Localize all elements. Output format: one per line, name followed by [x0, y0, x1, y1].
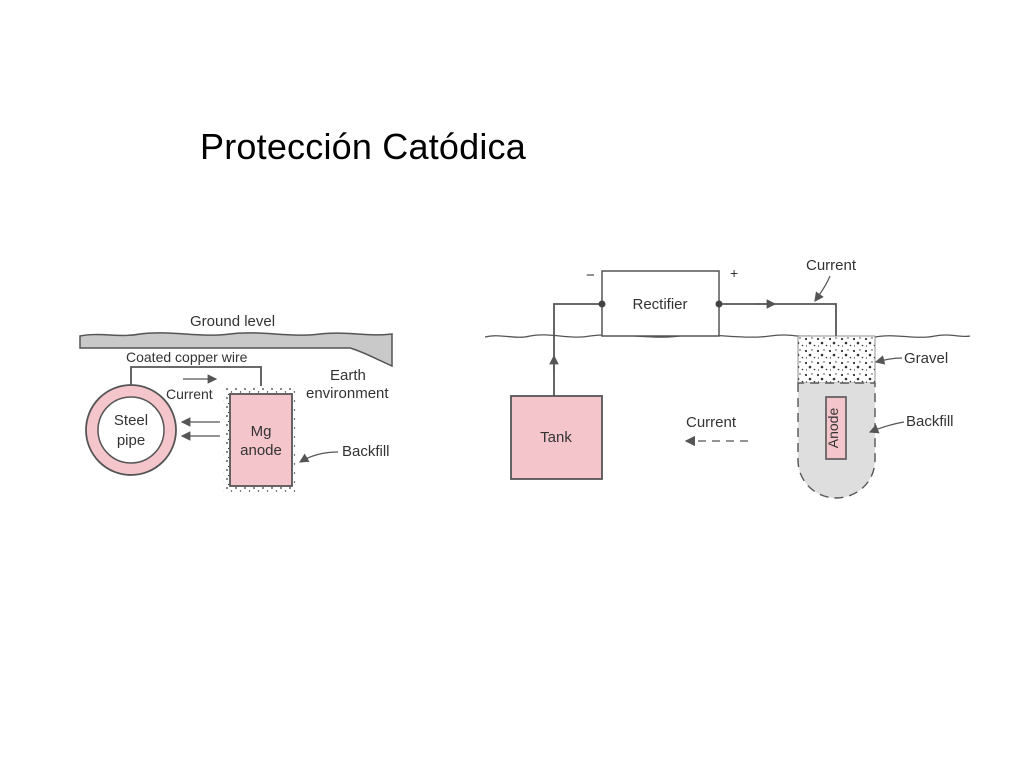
- ground-strip: [79, 332, 393, 368]
- steel-pipe-label-2: pipe: [117, 432, 145, 449]
- right-backfill-pointer: [868, 421, 905, 434]
- gravel: [797, 335, 876, 384]
- mg-anode: [229, 393, 293, 487]
- plus-label: +: [730, 265, 738, 281]
- left-backfill-label: Backfill: [342, 443, 390, 460]
- minus-label: −: [586, 267, 595, 284]
- gravel-label: Gravel: [904, 350, 948, 367]
- left-diagram: Ground level Coated copper wire Current …: [79, 313, 393, 493]
- current-top-pointer: [814, 275, 831, 302]
- ground-line-right: [874, 334, 971, 338]
- current-top-label: Current: [806, 257, 857, 274]
- steel-pipe-inner: [97, 396, 165, 464]
- steel-pipe-label-1: Steel: [114, 412, 148, 429]
- anode: [825, 396, 847, 460]
- tank: [510, 395, 603, 480]
- mg-anode-label-2: anode: [240, 442, 282, 459]
- tank-wire: [553, 303, 602, 396]
- rectifier-terminal-pos: [715, 300, 723, 308]
- rectifier-label: Rectifier: [632, 296, 687, 313]
- current-mid-label: Current: [686, 414, 737, 431]
- earth-label-1: Earth: [330, 367, 366, 384]
- rectifier-terminal-neg: [598, 300, 606, 308]
- slide-title: Protección Catódica: [200, 126, 526, 167]
- mg-anode-label-1: Mg: [251, 423, 272, 440]
- ground-level-label: Ground level: [190, 313, 275, 330]
- coated-wire-label: Coated copper wire: [126, 349, 248, 365]
- anode-label: Anode: [825, 408, 841, 449]
- copper-wire: [130, 366, 262, 394]
- gravel-pointer: [874, 355, 903, 365]
- left-current-label: Current: [166, 386, 213, 402]
- tank-label: Tank: [540, 429, 572, 446]
- earth-label-2: environment: [306, 385, 389, 402]
- right-backfill-label: Backfill: [906, 413, 954, 430]
- rectifier-box: [601, 270, 720, 337]
- right-diagram: Rectifier − + Current Tank Current Grave…: [484, 257, 971, 499]
- left-backfill-pointer: [298, 451, 339, 463]
